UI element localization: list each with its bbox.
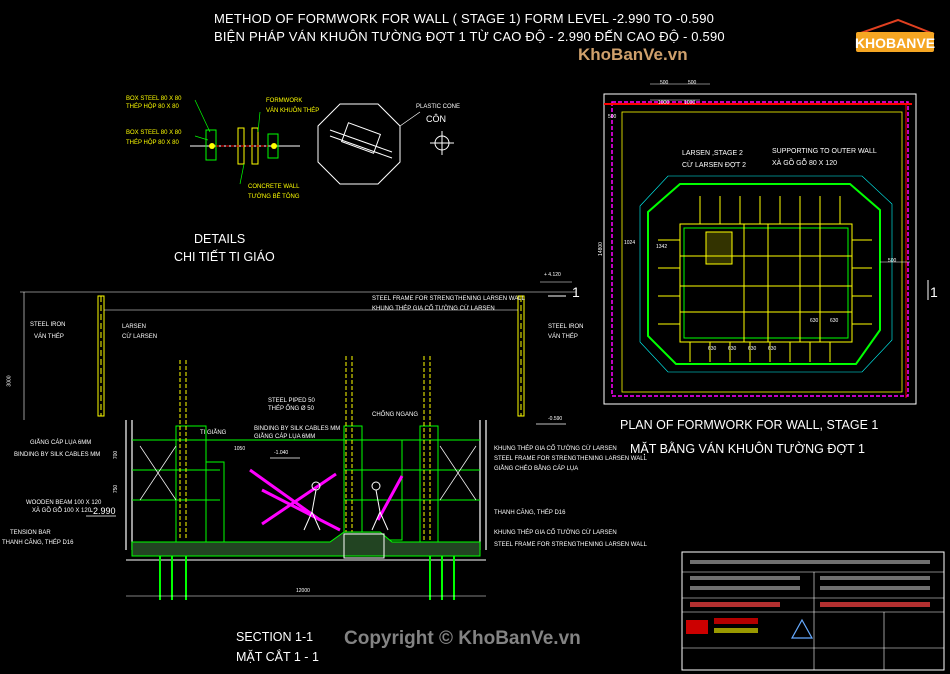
detail-tie-assembly (190, 99, 300, 185)
detail-formwork-vi: VÁN KHUÔN THÉP (266, 108, 320, 114)
plan-dim-4: 1000 (684, 100, 696, 106)
sec-steel-piped-vi: THÉP ỐNG Ø 50 (268, 406, 314, 412)
section-title-vi: MẶT CẮT 1 - 1 (236, 650, 319, 664)
plan-inner-structure (658, 196, 872, 362)
section-workers (303, 481, 389, 531)
plan-dim-15: 500 (888, 258, 897, 264)
section-top-levels (20, 281, 576, 420)
sec-frame-r1: STEEL FRAME FOR STRENGTHENING LARSEN WAL… (494, 456, 647, 462)
plan-title-en: PLAN OF FORMWORK FOR WALL, STAGE 1 (620, 418, 879, 432)
sec-gian-cheo-r: GIẰNG CHÉO BẰNG CÁP LỤA (494, 466, 579, 472)
plan-dim-9: 630 (708, 346, 717, 352)
sec-tie-band: TI GIẰNG (200, 430, 227, 436)
plan-dim-5: 500 (608, 114, 617, 120)
details-title-vi: CHI TIẾT TI GIÁO (174, 250, 275, 264)
plan-larsen-ring (639, 175, 893, 373)
sec-binding-cables-vi: GIẰNG CÁP LỤA 6MM (254, 434, 316, 440)
section-diagonal-braces (249, 468, 404, 532)
sec-level-mid: -0.590 (548, 416, 563, 422)
sec-steel-frame-top: STEEL FRAME FOR STRENGTHENING LARSEN WAL… (372, 296, 525, 302)
sec-steel-iron-r: STEEL IRON (548, 324, 584, 330)
main-title-en: METHOD OF FORMWORK FOR WALL ( STAGE 1) F… (214, 11, 715, 26)
details-title-en: DETAILS (194, 232, 246, 246)
detail-plastic-cone: PLASTIC CONE (416, 104, 461, 110)
detail-cone-octagon (317, 103, 421, 185)
detail-plastic-cone-vi: CÔN (426, 114, 446, 124)
title-block (681, 551, 945, 671)
plan-section-cut (880, 261, 929, 300)
detail-box-steel-1: BOX STEEL 80 X 80 (126, 96, 182, 102)
copyright-watermark: Copyright © KhoBanVe.vn (344, 628, 581, 649)
plan-dim-1: 500 (660, 80, 669, 86)
section-cable-bracing (139, 445, 477, 501)
sec-dim-1050: 1050 (234, 446, 246, 452)
sec-steel-iron-l: STEEL IRON (30, 322, 66, 328)
sec-dim-750: 750 (113, 484, 120, 494)
plan-support-label-vi: XÀ GỒ GỖ 80 X 120 (772, 160, 837, 167)
section-larsen-walls (97, 295, 525, 550)
section-level-markers (86, 423, 566, 517)
plan-dim-2: 500 (688, 80, 697, 86)
sec-section-mark: 1 (572, 284, 580, 300)
sec-steel-frame-top-vi: KHUNG THÉP GIA CỐ TƯỜNG CỪ LARSEN (372, 306, 495, 312)
plan-section-mark: 1 (930, 284, 938, 300)
sec-level-mid2: -1.040 (274, 450, 289, 456)
plan-title-vi: MẶT BẰNG VÁN KHUÔN TƯỜNG ĐỢT 1 (630, 442, 865, 456)
sec-steel-iron-l-vi: VÁN THÉP (34, 334, 64, 340)
plan-dim-6: 14800 (597, 242, 604, 256)
watermark-top: KhoBanVe.vn (578, 45, 688, 64)
plan-dim-14: 630 (830, 318, 839, 324)
plan-dim-13: 630 (810, 318, 819, 324)
section-vertical-props (179, 356, 431, 540)
detail-box-steel-2: BOX STEEL 80 X 80 (126, 130, 182, 136)
plan-outer-frame (603, 83, 917, 405)
plan-larsen-label-vi: CỪ LARSEN ĐỢT 2 (682, 162, 746, 169)
sec-wooden-beam-vi: XÀ GỒ GỖ 100 X 120 (32, 508, 92, 514)
plan-dim-8: 1342 (656, 244, 668, 250)
sec-tension-bar: TENSION BAR (10, 530, 51, 536)
detail-box-steel-1-vi: THÉP HỘP 80 X 80 (126, 104, 179, 110)
detail-formwork: FORMWORK (266, 98, 303, 104)
sec-dim-700: 700 (113, 450, 120, 460)
detail-plastic-cone-icon (430, 131, 454, 155)
sec-dim-3000: 3000 (6, 375, 13, 387)
plan-dim-7: 1024 (624, 240, 636, 246)
detail-concrete-wall: CONCRETE WALL (248, 184, 300, 190)
sec-tension-bar-vi: THANH CĂNG, THÉP D16 (2, 540, 74, 546)
sec-steel-iron-r-vi: VÁN THÉP (548, 334, 578, 340)
sec-steel-piped: STEEL PIPED 50 (268, 398, 315, 404)
plan-support-label: SUPPORTING TO OUTER WALL (772, 148, 877, 155)
plan-larsen-label: LARSEN ,STAGE 2 (682, 150, 743, 157)
logo-text: KHOBANVE (855, 35, 935, 51)
section-title-en: SECTION 1-1 (236, 630, 314, 644)
sec-khung-r1: KHUNG THÉP GIA CỐ TƯỜNG CỪ LARSEN (494, 446, 617, 452)
detail-box-steel-2-vi: THÉP HỘP 80 X 80 (126, 140, 179, 146)
section-foundation (126, 531, 486, 600)
sec-larsen-l: LARSEN (122, 324, 147, 330)
sec-gian-cap-l: GIẰNG CÁP LỤA 6MM (30, 440, 92, 446)
sec-binding-cables: BINDING BY SILK CABLES MM (254, 426, 341, 432)
sec-larsen-l-vi: CỪ LARSEN (122, 334, 158, 340)
sec-level-low: -2.990 (90, 506, 116, 516)
plan-dim-12: 630 (768, 346, 777, 352)
plan-dim-10: 630 (728, 346, 737, 352)
sec-frame-r2: STEEL FRAME FOR STRENGTHENING LARSEN WAL… (494, 542, 647, 548)
site-logo: KHOBANVE (852, 18, 936, 54)
sec-thanh-cang-r: THANH CĂNG, THÉP D16 (494, 510, 566, 516)
detail-concrete-wall-vi: TƯỜNG BÊ TÔNG (248, 194, 300, 200)
plan-dim-3: 1000 (658, 100, 670, 106)
sec-level-top: + 4.120 (544, 272, 561, 278)
sec-chong: CHỐNG NGANG (372, 412, 419, 418)
sec-dim-12000: 12000 (296, 588, 310, 594)
sec-khung-r2: KHUNG THÉP GIA CỐ TƯỜNG CỪ LARSEN (494, 530, 617, 536)
sec-binding-l: BINDING BY SILK CABLES MM (14, 452, 101, 458)
plan-dim-11: 630 (748, 346, 757, 352)
main-title-vi: BIỆN PHÁP VÁN KHUÔN TƯỜNG ĐỢT 1 TỪ CAO Đ… (214, 29, 725, 44)
sec-wooden-beam: WOODEN BEAM 100 X 120 (26, 500, 102, 506)
